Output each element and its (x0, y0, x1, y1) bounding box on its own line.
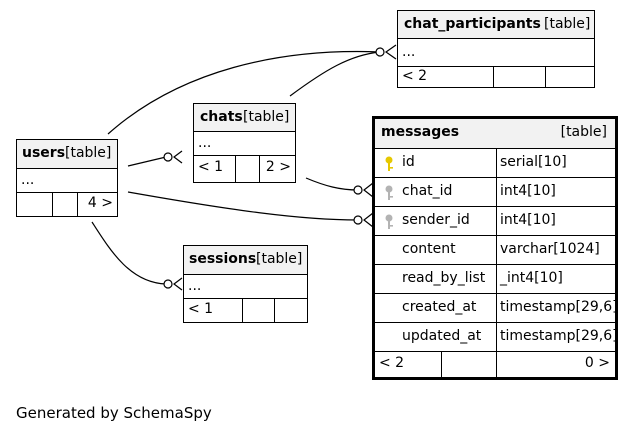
column-row[interactable]: read_by_list _int4[10] (375, 265, 615, 294)
column-name: updated_at (402, 328, 482, 344)
table-type: [table] (65, 145, 112, 161)
table-name: messages (381, 124, 460, 140)
column-type: int4[10] (500, 183, 556, 199)
parents-count: < 1 (198, 159, 224, 175)
column-type: serial[10] (500, 154, 567, 170)
columns-collapsed[interactable]: ... (184, 275, 307, 299)
column-type: int4[10] (500, 212, 556, 228)
relationship-counts: 4 > (17, 193, 117, 216)
table-header: messages [table] (375, 119, 615, 149)
table-type: [table] (544, 16, 591, 32)
table-name: chats (200, 109, 243, 125)
column-type: timestamp[29,6] (500, 328, 618, 344)
column-row[interactable]: content varchar[1024] (375, 236, 615, 265)
column-row[interactable]: created_at timestamp[29,6] (375, 294, 618, 323)
table-name: users (22, 145, 66, 161)
column-row[interactable]: updated_at timestamp[29,6] (375, 323, 618, 352)
column-type: timestamp[29,6] (500, 299, 618, 315)
table-type: [table] (243, 109, 290, 125)
table-chat-participants[interactable]: chat_participants [table] ... < 2 (397, 10, 595, 88)
parents-count: < 2 (379, 355, 405, 371)
table-type: [table] (256, 251, 303, 267)
edge-users-sessions (91, 221, 167, 285)
table-header: sessions [table] (184, 246, 307, 275)
edge-users-messages (127, 191, 359, 221)
columns-collapsed[interactable]: ... (194, 132, 295, 156)
children-count: 4 > (87, 195, 113, 211)
column-name: sender_id (402, 212, 470, 228)
column-name: chat_id (402, 183, 453, 199)
foreign-key-icon (382, 214, 396, 230)
column-list: id serial[10] chat_id int4[10] sender_id int4… (375, 149, 618, 352)
column-name: id (402, 154, 415, 170)
columns-collapsed[interactable]: ... (398, 39, 594, 67)
column-type: varchar[1024] (500, 241, 600, 257)
column-row[interactable]: sender_id int4[10] (375, 207, 615, 236)
table-name: sessions (189, 251, 257, 267)
relationship-counts: < 1 2 > (194, 156, 295, 182)
table-header: chat_participants [table] (398, 11, 594, 39)
table-messages[interactable]: messages [table] id serial[10] chat_id int4… (372, 116, 618, 380)
table-chats[interactable]: chats [table] ... < 1 2 > (193, 103, 296, 183)
relationship-counts: < 1 (184, 299, 307, 322)
edge-users-chats (127, 156, 167, 167)
children-count: 0 > (584, 355, 610, 371)
column-row[interactable]: chat_id int4[10] (375, 178, 615, 207)
relationship-counts: < 2 0 > (375, 352, 615, 377)
primary-key-icon (382, 156, 396, 172)
table-name: chat_participants (404, 16, 541, 32)
parents-count: < 1 (188, 301, 214, 317)
foreign-key-icon (382, 185, 396, 201)
columns-collapsed[interactable]: ... (17, 169, 117, 193)
children-count: 2 > (265, 159, 291, 175)
edge-chats-chat-participants (289, 51, 381, 97)
column-name: created_at (402, 299, 477, 315)
table-header: chats [table] (194, 104, 295, 132)
edge-chats-messages (305, 177, 359, 191)
column-row[interactable]: id serial[10] (375, 149, 615, 178)
generated-by-footer: Generated by SchemaSpy (16, 404, 212, 422)
table-sessions[interactable]: sessions [table] ... < 1 (183, 245, 308, 323)
column-name: content (402, 241, 456, 257)
column-name: read_by_list (402, 270, 486, 286)
column-type: _int4[10] (500, 270, 563, 286)
parents-count: < 2 (402, 68, 428, 84)
relationship-counts: < 2 (398, 67, 594, 87)
table-type: [table] (560, 124, 607, 140)
table-users[interactable]: users [table] ... 4 > (16, 139, 118, 217)
table-header: users [table] (17, 140, 117, 169)
